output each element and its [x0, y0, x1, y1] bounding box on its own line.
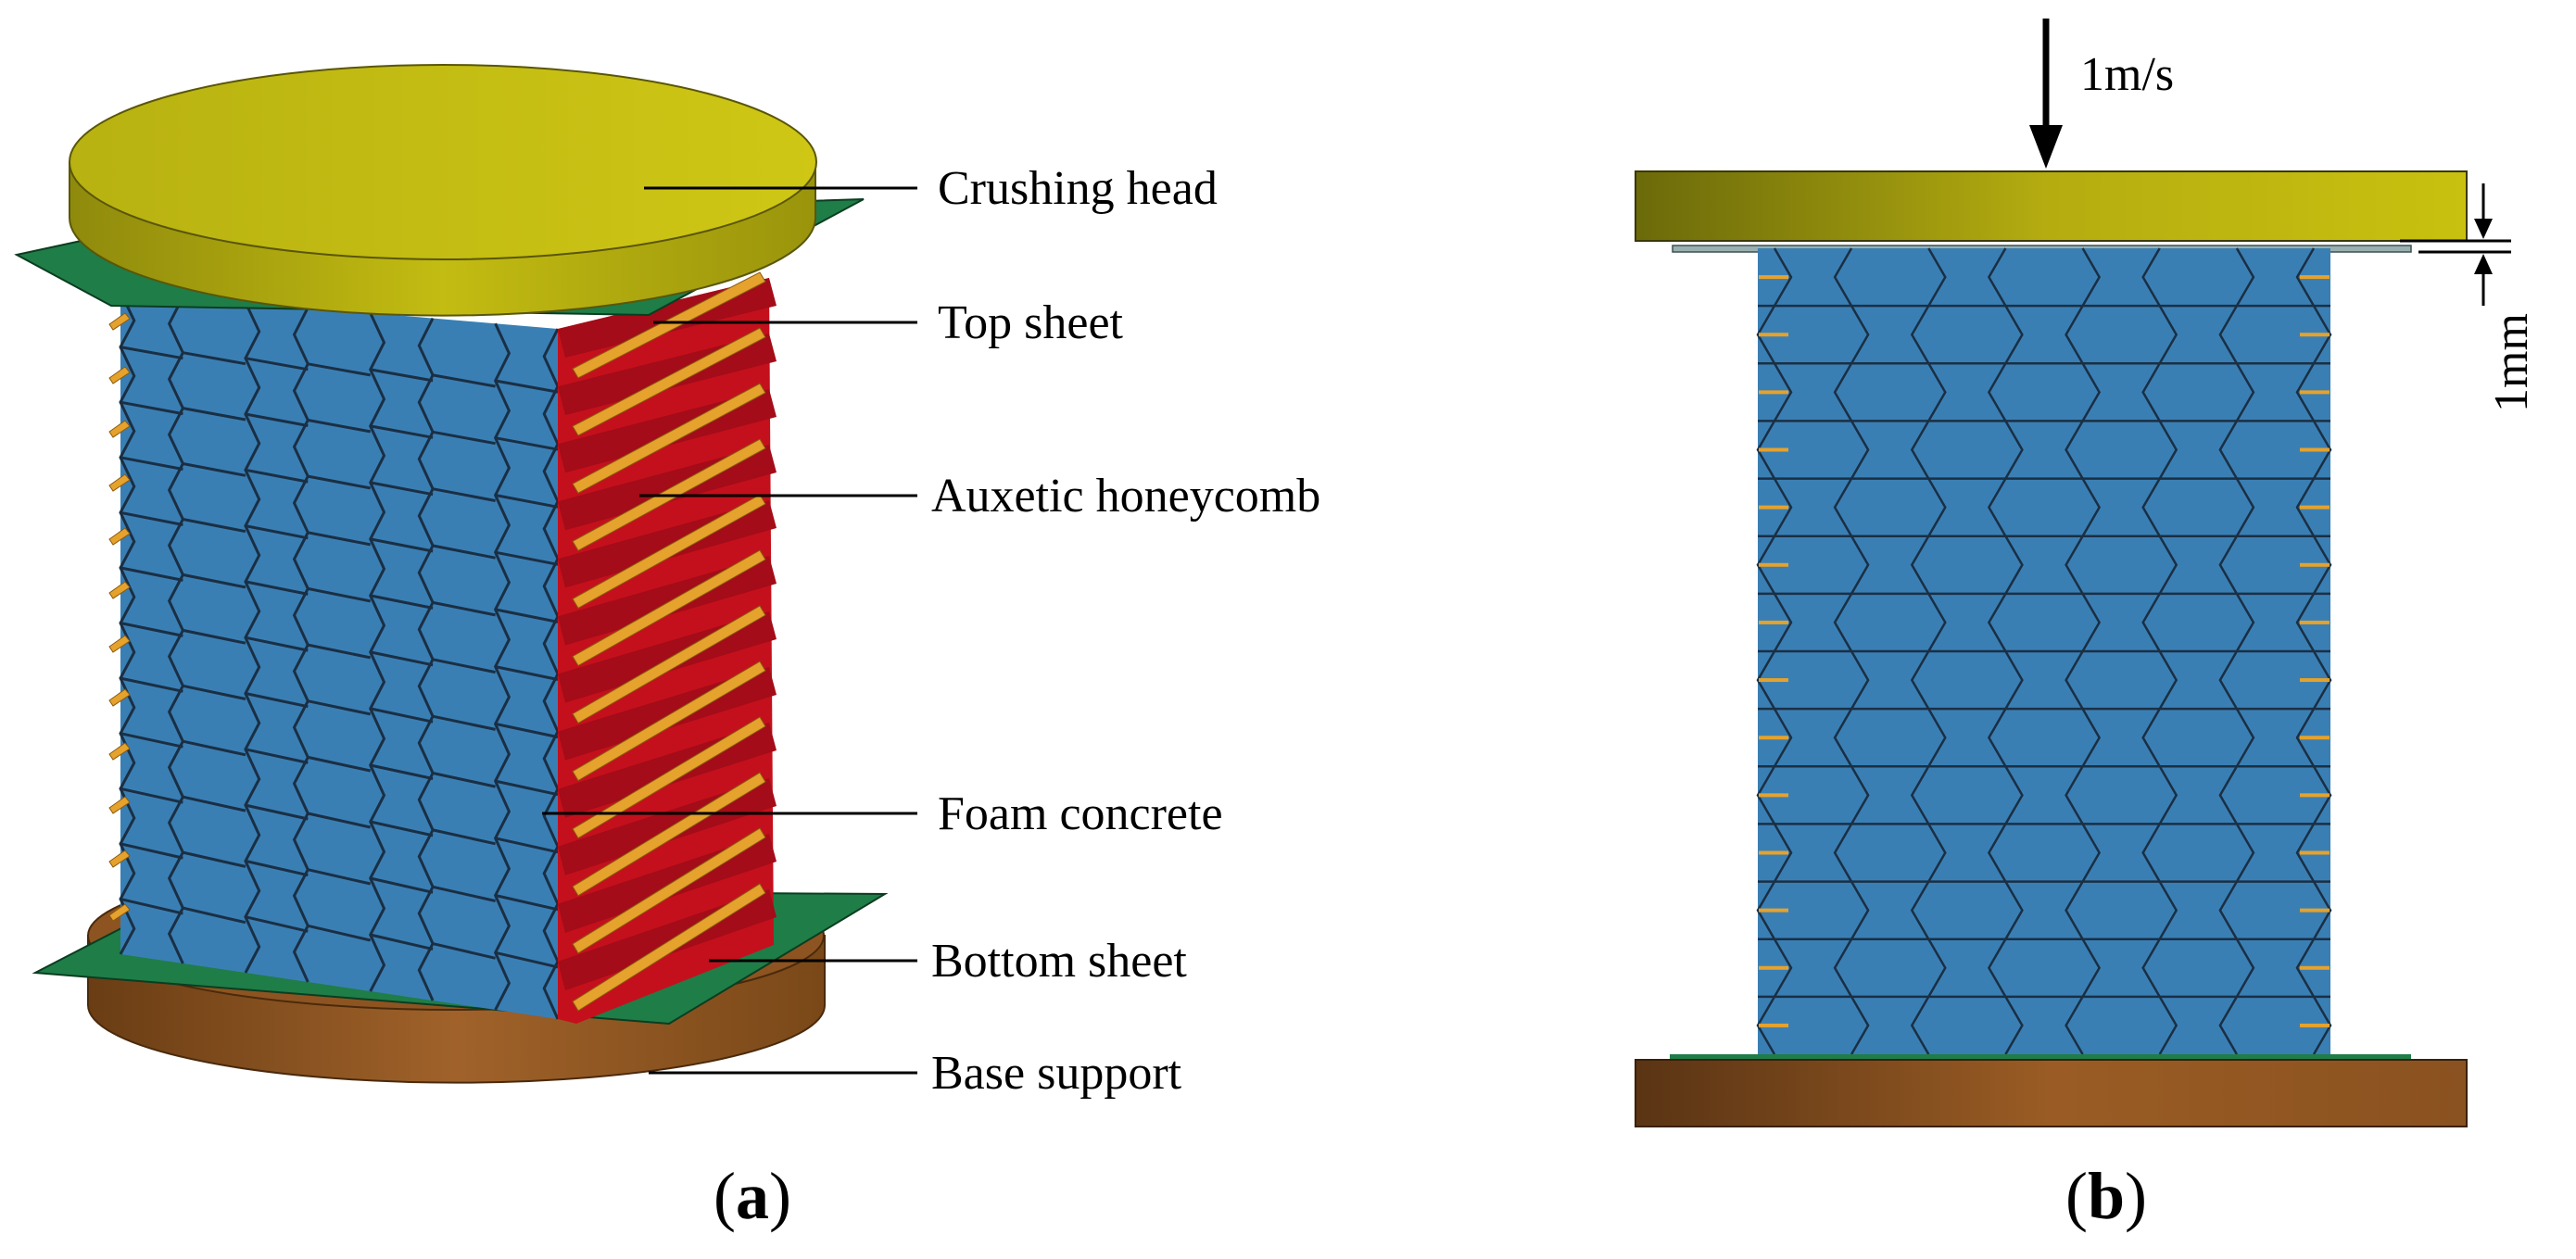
honeycomb-front-face — [119, 291, 560, 1020]
strut-right — [2300, 333, 2330, 337]
foam-concrete-strut — [572, 549, 766, 667]
honeycomb-horizontal-wall — [120, 622, 559, 681]
gap-arrow-down — [2474, 219, 2493, 239]
label-bottom-sheet: Bottom sheet — [931, 935, 1187, 988]
strut-left — [1759, 505, 1788, 510]
honeycomb-horizontal-wall — [120, 842, 559, 912]
foam-concrete-strut — [572, 716, 766, 839]
honeycomb-side-face — [558, 271, 777, 1024]
strut-left — [1759, 850, 1788, 855]
base-support-b — [1635, 1059, 2468, 1127]
strut-right — [2300, 505, 2330, 510]
foam-concrete-strut-stub — [108, 420, 131, 438]
strut-right — [2300, 390, 2330, 395]
foam-concrete-strut-stub — [108, 796, 131, 814]
strut-left — [1759, 736, 1788, 740]
foam-concrete-strut — [572, 883, 766, 1012]
honeycomb-horizontal-wall — [120, 676, 559, 739]
foam-concrete-strut-stub — [108, 581, 131, 599]
honeycomb-horizontal-wall — [120, 897, 559, 969]
strut-left — [1759, 965, 1788, 970]
label-foam-concrete: Foam concrete — [938, 787, 1223, 840]
foam-concrete-strut — [572, 494, 766, 610]
strut-right — [2300, 965, 2330, 970]
callout-lines — [542, 186, 917, 1075]
panel-a-3d-model: Crushing head Top sheet Auxetic honeycom… — [14, 64, 1320, 1233]
honeycomb-horizontal-wall — [120, 456, 559, 509]
strut-left — [1759, 1023, 1788, 1027]
honeycomb-horizontal-wall — [120, 787, 559, 854]
velocity-label: 1m/s — [2080, 48, 2174, 101]
velocity-arrow — [2029, 19, 2063, 169]
strut-right — [2300, 275, 2330, 280]
caption-b: (b) — [2065, 1159, 2147, 1233]
strut-right — [2300, 562, 2330, 567]
foam-concrete-strut-stub — [108, 688, 131, 707]
foam-concrete-struts — [108, 312, 131, 922]
strut-right — [2300, 908, 2330, 913]
label-crushing-head: Crushing head — [938, 162, 1218, 215]
bottom-sheet-b — [1670, 1054, 2411, 1060]
honeycomb-horizontal-wall — [120, 510, 559, 566]
foam-concrete-strut — [572, 827, 766, 954]
strut-left — [1759, 447, 1788, 452]
strut-right — [2300, 678, 2330, 683]
foam-concrete-strut — [572, 327, 766, 436]
foam-concrete-strut-stub — [108, 366, 131, 384]
foam-concrete-strut-stub — [108, 635, 131, 653]
honeycomb-horizontal-wall — [120, 400, 559, 451]
strut-left — [1759, 793, 1788, 798]
foam-concrete-strut-stub — [108, 850, 131, 868]
foam-concrete-strut-stub — [108, 473, 131, 492]
foam-concrete-strut-stub — [108, 527, 131, 546]
honeycomb-horizontal-wall — [120, 346, 559, 394]
strut-left — [1759, 562, 1788, 567]
strut-right — [2300, 1023, 2330, 1027]
label-top-sheet: Top sheet — [938, 296, 1124, 349]
gap-dimension — [2400, 183, 2511, 306]
label-base-support: Base support — [931, 1047, 1182, 1100]
gap-arrow-up — [2474, 254, 2493, 274]
foam-concrete-strut — [572, 271, 766, 379]
strut-right — [2300, 850, 2330, 855]
strut-left — [1759, 908, 1788, 913]
foam-concrete-strut — [572, 605, 766, 724]
panel-b-front-view: 1m/s 1mm (b) — [1635, 19, 2538, 1233]
honeycomb-front-view — [1756, 247, 2332, 1055]
strut-right — [2300, 736, 2330, 740]
honeycomb-horizontal-wall — [120, 566, 559, 623]
strut-right — [2300, 793, 2330, 798]
strut-left — [1759, 620, 1788, 624]
label-auxetic-honeycomb: Auxetic honeycomb — [931, 470, 1320, 522]
foam-concrete-strut — [572, 772, 766, 897]
strut-left — [1759, 678, 1788, 683]
foam-concrete-strut-stub — [108, 903, 131, 922]
gap-label: 1mm — [2485, 313, 2538, 412]
strut-left — [1759, 275, 1788, 280]
crushing-head — [69, 64, 817, 317]
caption-a: (a) — [713, 1159, 791, 1233]
foam-concrete-strut-stub — [108, 312, 131, 331]
strut-right — [2300, 447, 2330, 452]
struts-front-view — [1759, 275, 2330, 1027]
foam-concrete-strut — [572, 661, 766, 782]
strut-left — [1759, 333, 1788, 337]
strut-left — [1759, 390, 1788, 395]
honeycomb-horizontal-wall — [120, 732, 559, 797]
strut-right — [2300, 620, 2330, 624]
foam-concrete-strut — [572, 383, 766, 494]
crushing-plate — [1635, 170, 2468, 242]
foam-concrete-strut-stub — [108, 742, 131, 761]
